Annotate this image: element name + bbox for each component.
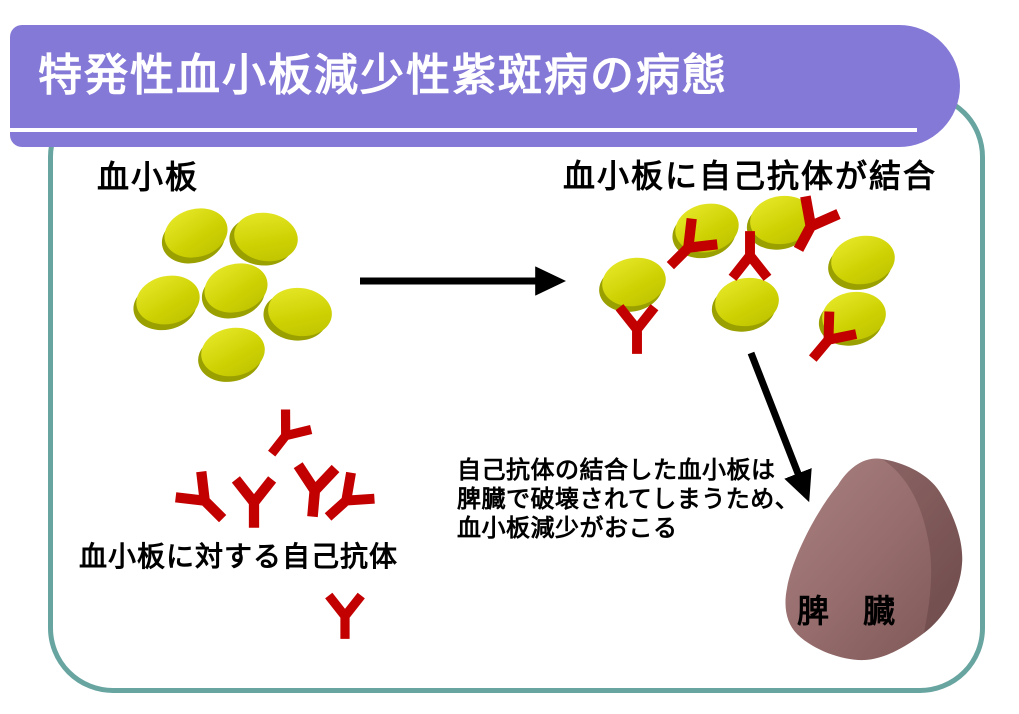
- antibody-y-icon: [282, 455, 347, 520]
- title-bar: 特発性血小板減少性紫斑病の病態: [10, 25, 960, 147]
- label-platelets: 血小板: [97, 159, 200, 195]
- antibody-y-icon: [225, 471, 283, 529]
- antibody-y-icon: [308, 459, 387, 538]
- antibody-y-icon: [162, 458, 244, 540]
- spleen-body: [785, 458, 963, 661]
- spleen-shape: [785, 458, 963, 661]
- label-platelets-bound: 血小板に自己抗体が結合: [563, 158, 938, 194]
- platelet-icon: [225, 207, 302, 271]
- antibody-y-icon: [251, 398, 324, 471]
- caption-line-2: 脾臓で破壊されてしまうため、: [457, 486, 800, 513]
- spleen-shade: [882, 459, 963, 633]
- title-underline: [10, 128, 917, 132]
- platelet-icon: [260, 283, 336, 345]
- antibody-y-icon: [722, 230, 778, 286]
- antibody-y-icon: [649, 205, 731, 287]
- antibody-y-icon: [319, 588, 371, 640]
- antibody-y-icon: [771, 183, 852, 264]
- slide-title: 特発性血小板減少性紫斑病の病態: [38, 51, 728, 100]
- antibody-y-icon: [791, 299, 870, 378]
- caption-line-3: 血小板減少がおこる: [457, 515, 678, 542]
- label-spleen: 脾 臓: [797, 593, 897, 629]
- caption-text: 自己抗体の結合した血小板は 脾臓で破壊されてしまうため、 血小板減少がおこる: [457, 456, 799, 543]
- antibody-y-icon: [609, 299, 665, 355]
- caption-line-1: 自己抗体の結合した血小板は: [457, 457, 776, 484]
- label-autoantibodies: 血小板に対する自己抗体: [79, 541, 399, 572]
